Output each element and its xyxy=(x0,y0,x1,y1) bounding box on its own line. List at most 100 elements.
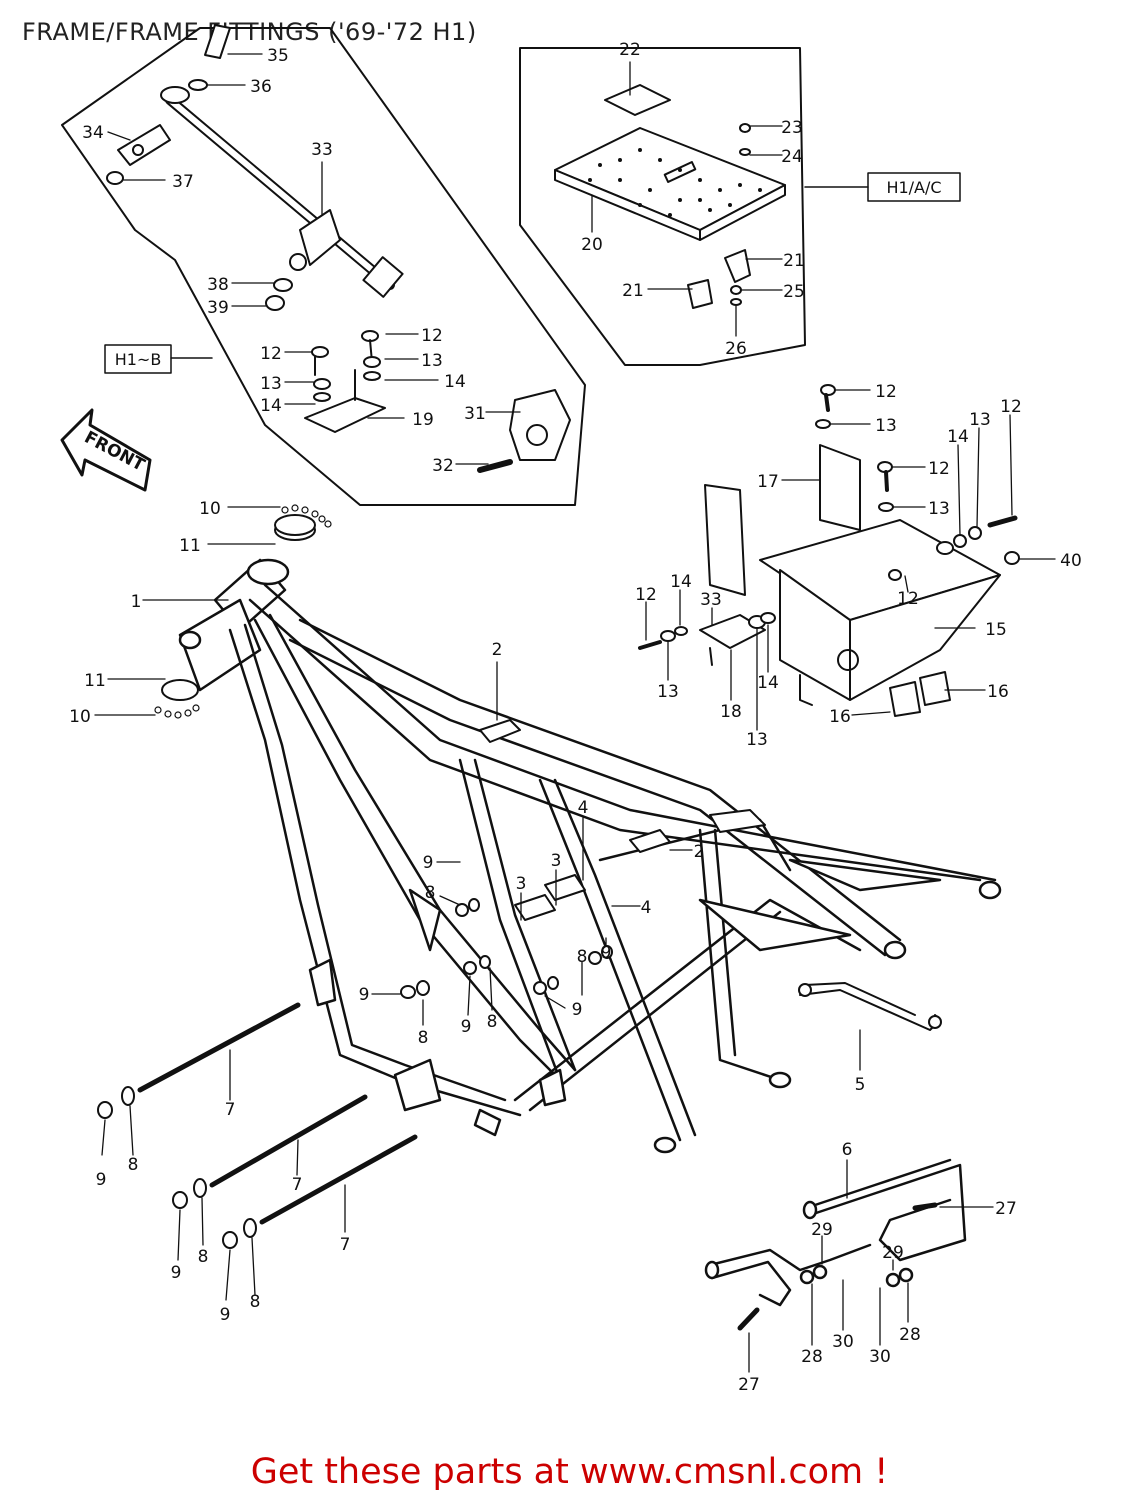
callout-27: 27 xyxy=(995,1199,1017,1219)
callout-37: 37 xyxy=(172,172,194,192)
callout-38: 38 xyxy=(207,275,229,295)
callout-12: 12 xyxy=(260,344,282,364)
callout-12: 12 xyxy=(1000,397,1022,417)
callout-9: 9 xyxy=(423,853,434,873)
callout-9: 9 xyxy=(572,1000,583,1020)
callout-14: 14 xyxy=(757,673,779,693)
callout-11: 11 xyxy=(84,671,106,691)
inset-label-right: H1/A/C xyxy=(867,172,961,202)
callout-19: 19 xyxy=(412,410,434,430)
inset-label-left: H1~B xyxy=(104,344,172,374)
callout-16: 16 xyxy=(829,707,851,727)
callout-11: 11 xyxy=(179,536,201,556)
callout-33: 33 xyxy=(700,590,722,610)
callout-2: 2 xyxy=(492,640,503,660)
callout-34: 34 xyxy=(82,123,104,143)
callout-16: 16 xyxy=(987,682,1009,702)
callout-21: 21 xyxy=(783,251,805,271)
front-direction-arrow: FRONT xyxy=(60,408,152,492)
page-title: FRAME/FRAME FITTINGS ('69-'72 H1) xyxy=(22,18,477,46)
callout-8: 8 xyxy=(250,1292,261,1312)
callout-23: 23 xyxy=(781,118,803,138)
inset-outline-right xyxy=(519,47,806,366)
washers-and-nuts xyxy=(97,898,613,1249)
callout-35: 35 xyxy=(267,46,289,66)
inset-outline-left xyxy=(61,27,586,506)
bracket-5 xyxy=(799,989,941,1031)
callout-12: 12 xyxy=(928,459,950,479)
callout-9: 9 xyxy=(461,1017,472,1037)
callout-8: 8 xyxy=(418,1028,429,1048)
callout-8: 8 xyxy=(198,1247,209,1267)
callout-5: 5 xyxy=(855,1075,866,1095)
callout-12: 12 xyxy=(421,326,443,346)
callout-36: 36 xyxy=(250,77,272,97)
callout-10: 10 xyxy=(69,707,91,727)
callout-28: 28 xyxy=(899,1325,921,1345)
callout-40: 40 xyxy=(1060,551,1082,571)
callout-7: 7 xyxy=(340,1235,351,1255)
callout-8: 8 xyxy=(425,883,436,903)
pad-2-lower xyxy=(629,829,671,853)
callout-13: 13 xyxy=(746,730,768,750)
cmsnl-parts-link[interactable]: Get these parts at www.cmsnl.com ! xyxy=(250,1452,889,1492)
callout-14: 14 xyxy=(670,572,692,592)
callout-9: 9 xyxy=(601,943,612,963)
main-frame xyxy=(178,558,1002,1154)
callout-13: 13 xyxy=(260,374,282,394)
callout-14: 14 xyxy=(947,427,969,447)
callout-25: 25 xyxy=(783,282,805,302)
callout-14: 14 xyxy=(260,396,282,416)
callout-17: 17 xyxy=(757,472,779,492)
callout-13: 13 xyxy=(969,410,991,430)
steering-damper-rod xyxy=(160,86,404,298)
callout-26: 26 xyxy=(725,339,747,359)
callout-13: 13 xyxy=(657,682,679,702)
callout-27: 27 xyxy=(738,1375,760,1395)
callout-18: 18 xyxy=(720,702,742,722)
callout-12: 12 xyxy=(635,585,657,605)
callout-9: 9 xyxy=(171,1263,182,1283)
pad-22 xyxy=(604,84,671,116)
callout-22: 22 xyxy=(619,40,641,60)
bracket-19 xyxy=(304,397,386,433)
footrest-bar-6 xyxy=(704,1158,967,1331)
callout-7: 7 xyxy=(292,1175,303,1195)
callout-13: 13 xyxy=(875,416,897,436)
callout-9: 9 xyxy=(96,1170,107,1190)
pad-2-upper xyxy=(479,719,521,743)
callout-30: 30 xyxy=(869,1347,891,1367)
battery-case xyxy=(704,444,1001,706)
callout-13: 13 xyxy=(928,499,950,519)
callout-8: 8 xyxy=(577,947,588,967)
callout-33: 33 xyxy=(311,140,333,160)
callout-3: 3 xyxy=(516,874,527,894)
callout-9: 9 xyxy=(359,985,370,1005)
callout-39: 39 xyxy=(207,298,229,318)
callout-15: 15 xyxy=(985,620,1007,640)
inset-label-left-text: H1~B xyxy=(115,350,162,369)
callout-4: 4 xyxy=(578,798,589,818)
callout-4: 4 xyxy=(641,898,652,918)
leader-lines xyxy=(94,53,1056,1373)
callout-8: 8 xyxy=(128,1155,139,1175)
callout-32: 32 xyxy=(432,456,454,476)
callout-14: 14 xyxy=(444,372,466,392)
callout-3: 3 xyxy=(551,851,562,871)
callout-1: 1 xyxy=(131,592,142,612)
engine-mount-bolts xyxy=(137,1002,418,1225)
bracket-34 xyxy=(117,124,171,166)
callout-13: 13 xyxy=(421,351,443,371)
battery-cover-plate xyxy=(554,127,786,241)
callout-8: 8 xyxy=(487,1012,498,1032)
callout-9: 9 xyxy=(220,1305,231,1325)
inset-label-right-text: H1/A/C xyxy=(886,178,941,197)
callout-21: 21 xyxy=(622,281,644,301)
callout-2: 2 xyxy=(694,842,705,862)
footer-banner: Get these parts at www.cmsnl.com ! xyxy=(0,1452,1139,1492)
callout-12: 12 xyxy=(897,589,919,609)
callout-28: 28 xyxy=(801,1347,823,1367)
callout-12: 12 xyxy=(875,382,897,402)
callout-30: 30 xyxy=(832,1332,854,1352)
